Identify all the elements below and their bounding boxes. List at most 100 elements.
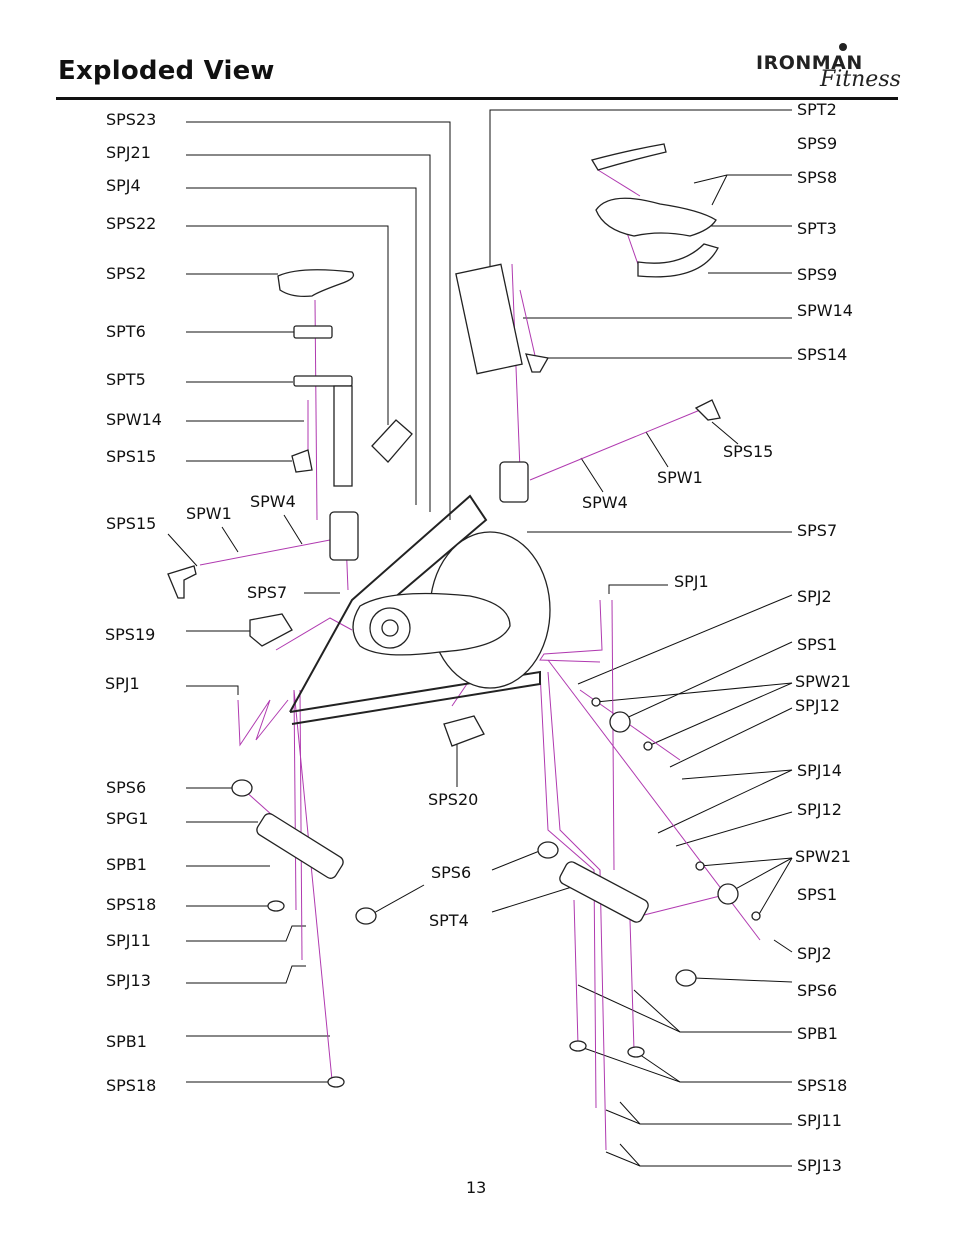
leader-spj11-right-b (619, 1101, 641, 1125)
leader-spj1-right (608, 584, 668, 594)
label-spj13-left: SPJ13 (106, 971, 151, 990)
label-spj21: SPJ21 (106, 143, 151, 162)
leader-sps1-bottom (729, 857, 793, 893)
label-sps8: SPS8 (797, 168, 838, 187)
leader-sps15-left (167, 533, 198, 567)
bike-parts (167, 143, 761, 1088)
handlebar-post-spt2 (455, 263, 523, 375)
lever-sps14 (525, 353, 550, 373)
leader-spj14-a (681, 769, 793, 780)
knob-sps15-left (291, 449, 313, 473)
label-spj12-bottom: SPJ12 (797, 800, 842, 819)
seat-post-tube (333, 385, 353, 487)
label-spw4-left: SPW4 (250, 492, 296, 511)
label-spj1-right: SPJ1 (674, 572, 709, 591)
label-sps14: SPS14 (797, 345, 848, 364)
cap-sps6-center-b (537, 841, 559, 859)
foot-sps18-left-b (327, 1076, 345, 1088)
leader-spj2-top (577, 594, 793, 685)
label-sps15-right: SPS15 (723, 442, 774, 461)
leader-spj14-b (657, 769, 793, 834)
label-spb1-right: SPB1 (797, 1024, 838, 1043)
leader-spj4 (186, 187, 417, 505)
label-sps6-left: SPS6 (106, 778, 147, 797)
leader-sps15-right (711, 421, 739, 445)
leader-sps8-b (693, 174, 728, 184)
front-tube-clamp (499, 461, 529, 503)
knob-sps15-left-b (167, 565, 197, 599)
cap-sps6-left (231, 779, 253, 797)
label-spg1: SPG1 (106, 809, 149, 828)
label-sps23: SPS23 (106, 110, 157, 129)
label-sps22: SPS22 (106, 214, 157, 233)
label-spj13-right: SPJ13 (797, 1156, 842, 1175)
label-spw14-right: SPW14 (797, 301, 853, 320)
handlebar-spt3 (595, 197, 717, 237)
label-spt5: SPT5 (106, 370, 146, 389)
label-sps15-left-top: SPS15 (106, 447, 157, 466)
label-spt2: SPT2 (797, 100, 837, 119)
pedal-sps19 (249, 613, 293, 647)
label-spj12-top: SPJ12 (795, 696, 840, 715)
leader-sps1-top (621, 641, 793, 721)
label-spj4: SPJ4 (106, 176, 141, 195)
bottle-sps22 (371, 419, 413, 463)
label-spj14: SPJ14 (797, 761, 842, 780)
leader-spb1-right-b (633, 989, 681, 1033)
foot-sps18-left-a (267, 900, 285, 912)
logo-dot-icon (839, 43, 847, 51)
seat-clamp-spt6 (293, 325, 333, 339)
label-sps7-right: SPS7 (797, 521, 838, 540)
leader-spj21 (186, 154, 431, 512)
saddle-sps2 (277, 269, 355, 298)
foot-sps18-right-a (569, 1040, 587, 1052)
leader-sps22 (186, 225, 389, 425)
label-sps1-bottom: SPS1 (797, 885, 838, 904)
leader-spw4-left (283, 514, 303, 545)
cap-sps6-center-a (355, 907, 377, 925)
leader-spt4 (491, 885, 576, 913)
label-spb1-left-a: SPB1 (106, 855, 147, 874)
logo-wordmark: IRONMAN (756, 52, 863, 74)
crank-hub-inner (381, 619, 399, 637)
leader-spb1-right-a (577, 984, 792, 1033)
label-sps6-right: SPS6 (797, 981, 838, 1000)
label-spw4-right: SPW4 (582, 493, 628, 512)
leader-spt2 (489, 109, 792, 268)
main-frame (289, 494, 488, 713)
leader-spw21-top-b (647, 682, 793, 747)
wheel-sps1-top (609, 711, 631, 733)
leader-sps18-right-b (635, 1051, 681, 1083)
label-sps1-top: SPS1 (797, 635, 838, 654)
seat-post-spt5 (293, 375, 353, 387)
title-rule (56, 97, 898, 100)
leader-sps6-right (693, 977, 793, 983)
base-tube-spg1 (256, 813, 344, 879)
knob-sps15-right (694, 399, 721, 421)
page-title: Exploded View (58, 56, 275, 86)
leader-sps23 (186, 121, 451, 520)
label-spt3: SPT3 (797, 219, 837, 238)
label-spw1-left: SPW1 (186, 504, 232, 523)
pedal-sps20 (443, 715, 485, 747)
label-spj11-left: SPJ11 (106, 931, 151, 950)
leader-spj11-left (186, 925, 306, 942)
leader-spw4-right (580, 457, 604, 493)
leader-sps6-center (491, 849, 543, 871)
label-spw1-right: SPW1 (657, 468, 703, 487)
leader-sps8 (711, 174, 792, 206)
label-spw21-bottom: SPW21 (795, 847, 851, 866)
label-sps9-bottom: SPS9 (797, 265, 838, 284)
label-sps15-left: SPS15 (106, 514, 157, 533)
leader-spj12-bottom (675, 811, 793, 847)
label-sps2: SPS2 (106, 264, 147, 283)
label-spj2-bottom: SPJ2 (797, 944, 832, 963)
label-sps20: SPS20 (428, 790, 479, 809)
label-spw21-top: SPW21 (795, 672, 851, 691)
leader-sps6-center-b (371, 884, 425, 915)
cap-sps6-right (675, 969, 697, 987)
label-sps9-top: SPS9 (797, 134, 838, 153)
ironman-fitness-logo: IRONMAN Fitness (756, 40, 902, 96)
leader-spj13-left (186, 965, 306, 984)
